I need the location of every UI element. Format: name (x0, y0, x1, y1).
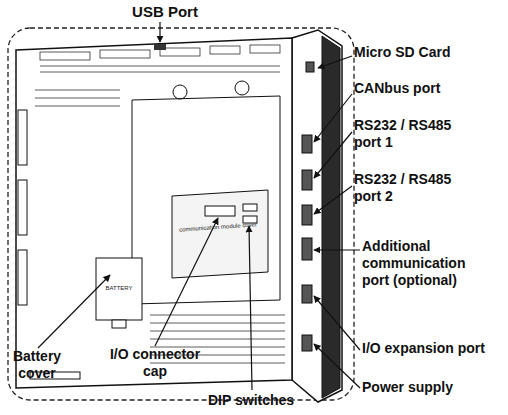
top-vents (40, 45, 280, 72)
side-ports (302, 62, 314, 351)
bottom-vents (35, 90, 285, 363)
hanging-hole (235, 81, 249, 95)
callout-label: Battery cover (2, 348, 72, 382)
callout-label: CANbus port (354, 80, 504, 97)
battery-cover (96, 258, 142, 320)
callout-label: Power supply (362, 379, 502, 396)
dip-switch (243, 204, 257, 211)
side-connectors (18, 110, 80, 379)
printed-marking: BATTERY (96, 285, 142, 292)
callout-label: Additional communication port (optional) (362, 238, 490, 289)
callout-label: I/O expansion port (362, 340, 508, 357)
callout-label: RS232 / RS485 port 2 (354, 171, 466, 205)
callout-label: I/O connector cap (102, 346, 208, 380)
callout-label: RS232 / RS485 port 1 (354, 117, 466, 151)
io-connector-cap (205, 206, 235, 216)
module-area (132, 96, 280, 304)
communication-module-cover (172, 190, 268, 278)
callout-label: Micro SD Card (354, 44, 504, 61)
hanging-hole (173, 85, 187, 99)
callout-label: DIP switches (208, 392, 328, 409)
bezel-front (322, 36, 340, 398)
usb-port (154, 44, 166, 50)
battery-knob (112, 320, 126, 328)
leader-lines (38, 22, 360, 390)
callout-label: USB Port (115, 3, 215, 20)
